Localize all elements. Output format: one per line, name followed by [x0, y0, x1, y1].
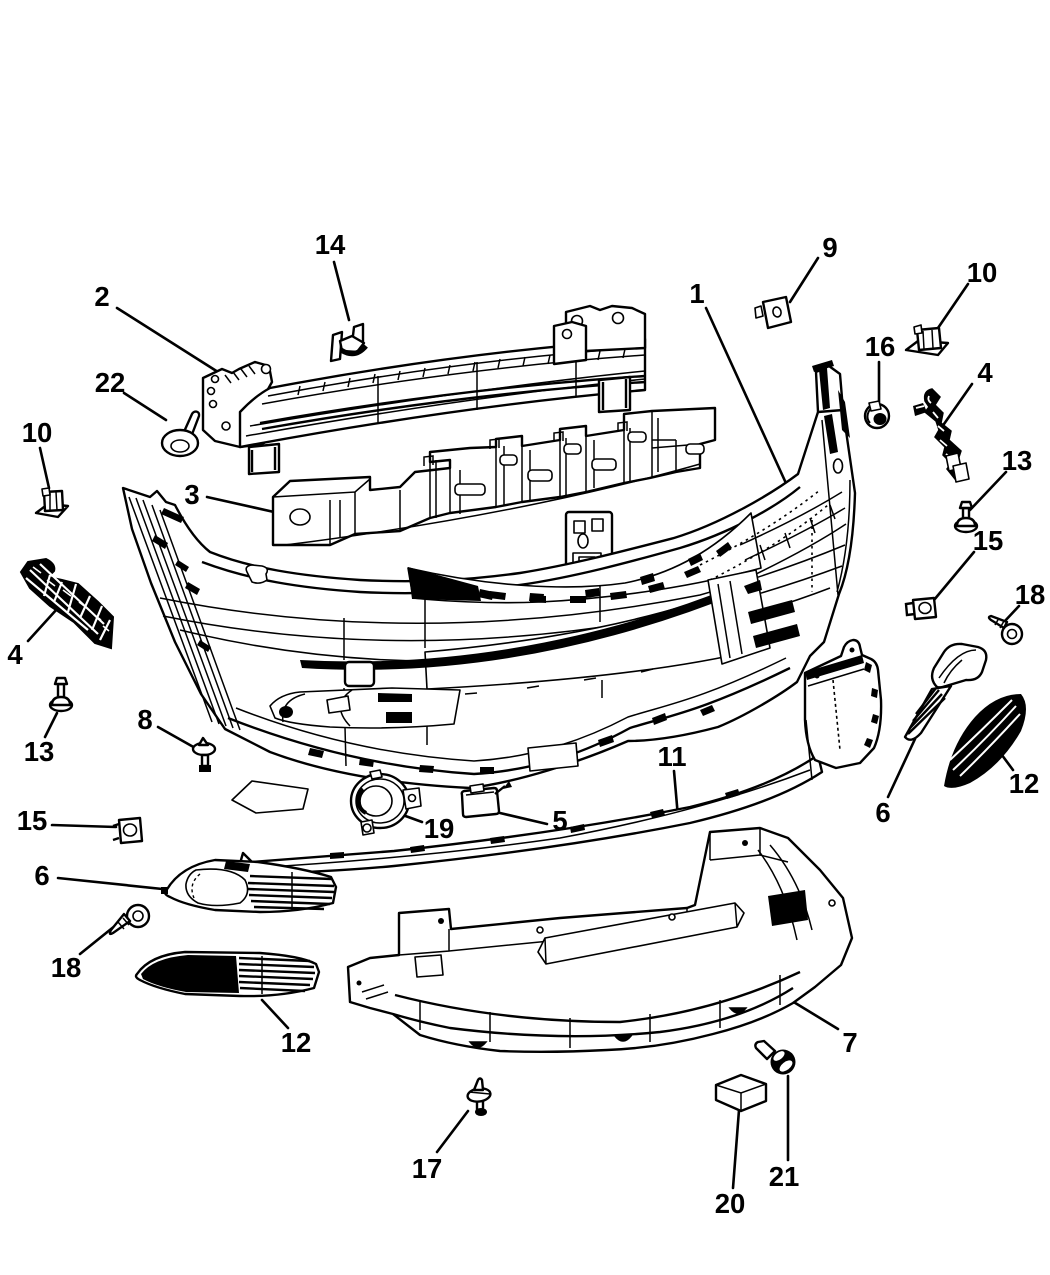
- svg-text:12: 12: [1009, 768, 1040, 799]
- svg-text:18: 18: [1015, 579, 1046, 610]
- svg-text:20: 20: [715, 1188, 746, 1219]
- svg-text:10: 10: [967, 257, 998, 288]
- svg-text:6: 6: [34, 860, 49, 891]
- svg-text:16: 16: [865, 331, 896, 362]
- svg-text:17: 17: [412, 1153, 443, 1184]
- svg-text:15: 15: [17, 805, 48, 836]
- svg-text:9: 9: [822, 232, 837, 263]
- svg-text:13: 13: [1002, 445, 1033, 476]
- svg-text:8: 8: [137, 704, 152, 735]
- svg-text:3: 3: [184, 479, 199, 510]
- svg-text:22: 22: [95, 367, 126, 398]
- svg-text:12: 12: [281, 1027, 312, 1058]
- svg-text:21: 21: [769, 1161, 800, 1192]
- svg-text:14: 14: [315, 229, 346, 260]
- svg-text:11: 11: [657, 741, 686, 772]
- svg-text:4: 4: [977, 357, 993, 388]
- svg-text:4: 4: [7, 639, 23, 670]
- svg-text:2: 2: [94, 281, 109, 312]
- svg-text:6: 6: [875, 797, 890, 828]
- svg-text:19: 19: [424, 813, 455, 844]
- svg-text:1: 1: [689, 278, 704, 309]
- svg-text:10: 10: [22, 417, 53, 448]
- svg-text:7: 7: [842, 1027, 857, 1058]
- svg-text:18: 18: [51, 952, 82, 983]
- svg-text:15: 15: [973, 525, 1004, 556]
- svg-text:13: 13: [24, 736, 55, 767]
